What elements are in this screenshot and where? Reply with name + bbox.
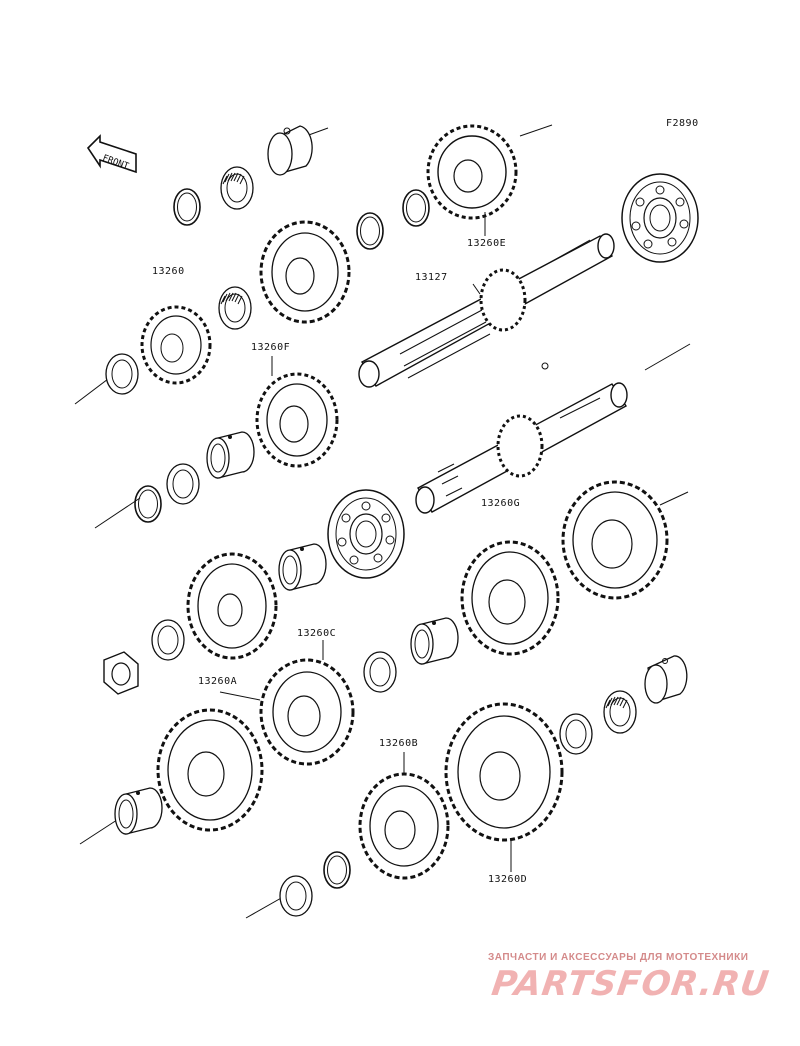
washer-4-icon (279, 875, 313, 917)
gear-13260e-icon (426, 124, 518, 220)
label-13260c: 13260C (297, 628, 337, 639)
gear-13260f-icon (255, 372, 339, 468)
gear-large-2-icon (259, 220, 351, 324)
label-13260b: 13260B (379, 738, 419, 749)
snap-ring-5-icon (323, 851, 351, 889)
label-13260: 13260 (152, 266, 185, 277)
snap-ring-2-icon (402, 189, 430, 227)
washer-2-icon (363, 651, 397, 693)
spline-washer-1-icon (166, 463, 200, 505)
needle-bearing-1-icon (220, 166, 254, 210)
bushing-1-icon (206, 431, 255, 479)
bushing-2-icon (278, 543, 327, 591)
gear-13260b-icon (358, 772, 450, 880)
needle-bearing-2-icon (218, 286, 252, 330)
diagram-code: F2890 (666, 118, 699, 129)
ball-bearing-1-icon (621, 173, 699, 263)
washer-3-icon (559, 713, 593, 755)
snap-ring-1-icon (173, 188, 201, 226)
label-13127: 13127 (415, 272, 448, 283)
ball-bearing-2-icon (327, 489, 405, 579)
label-13260a: 13260A (198, 676, 238, 687)
gear-13260a-icon (186, 552, 278, 660)
needle-bearing-3-icon (603, 690, 637, 734)
spline-washer-2-icon (151, 619, 185, 661)
collar-1-icon (267, 125, 313, 176)
collar-2-icon (644, 655, 688, 704)
gear-middle-right-icon (460, 540, 560, 656)
gear-large-right-icon (561, 480, 669, 600)
label-13260f: 13260F (251, 342, 291, 353)
nut-icon (103, 651, 139, 695)
mainshaft-13127-icon (358, 233, 615, 388)
gear-large-bottom-left-icon (156, 708, 264, 832)
bushing-4-icon (114, 787, 163, 835)
front-direction-arrow-icon: FRONT (86, 134, 137, 174)
snap-ring-3-icon (356, 212, 384, 250)
washer-1-icon (105, 353, 139, 395)
watermark-tagline: ЗАПЧАСТИ И АКСЕССУАРЫ ДЛЯ МОТОТЕХНИКИ (488, 952, 749, 963)
axis-lines (74, 124, 691, 919)
snap-ring-4-icon (134, 485, 162, 523)
gear-13260d-icon (444, 702, 564, 842)
gear-13260-icon (140, 305, 212, 385)
output-shaft-13260g-icon (415, 382, 628, 514)
watermark-logo: PARTSFOR.RU (489, 964, 772, 1004)
bushing-3-icon (410, 617, 459, 665)
gear-13260c-icon (259, 658, 355, 766)
label-13260d: 13260D (488, 874, 528, 885)
label-13260e: 13260E (467, 238, 507, 249)
label-13260g: 13260G (481, 498, 521, 509)
